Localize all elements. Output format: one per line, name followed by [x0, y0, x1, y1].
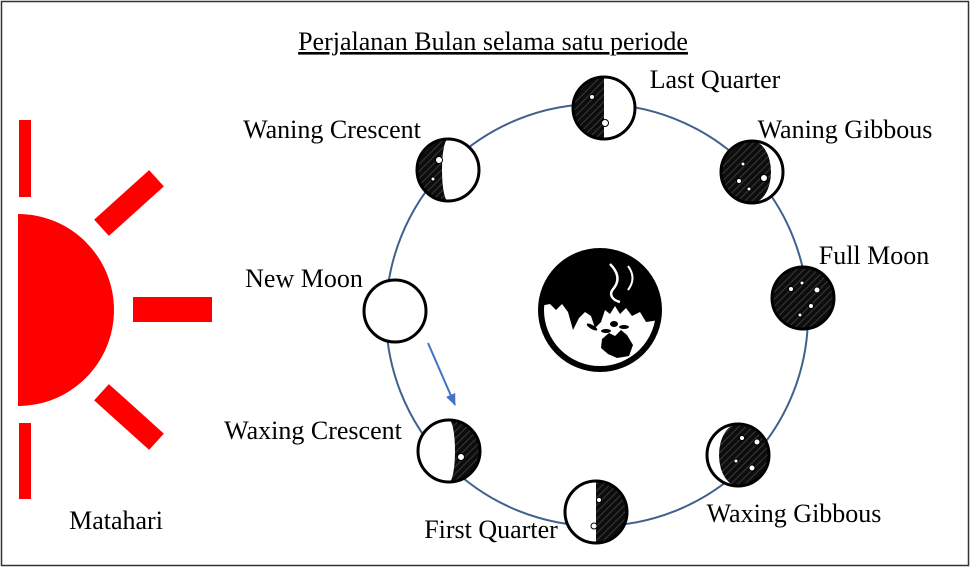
moon-label-waning-crescent: Waning Crescent [243, 115, 421, 144]
moon-crater [740, 161, 746, 167]
waning-crescent-moon-icon [415, 137, 481, 203]
globe-coastline [609, 263, 621, 304]
sun-label: Matahari [69, 506, 163, 535]
moon-label-waxing-crescent: Waxing Crescent [224, 416, 402, 445]
waning-gibbous-moon-icon [719, 139, 785, 205]
moon-crater [430, 176, 436, 182]
moon-crater [589, 94, 595, 100]
moon-crater [590, 522, 598, 530]
last-quarter-moon-icon [571, 75, 637, 141]
moon-label-last-quarter: Last Quarter [650, 65, 781, 94]
moon-lit-area [707, 424, 738, 486]
moon-shadow [772, 267, 834, 329]
new-moon-icon [362, 278, 428, 344]
moon-shadow [449, 420, 480, 482]
moon-crater [760, 174, 768, 182]
moon-label-new-moon: New Moon [245, 264, 363, 293]
orbit-direction-arrow [427, 342, 456, 406]
waxing-gibbous-moon-icon [705, 422, 771, 488]
sun-ray-lower-diagonal [94, 384, 164, 450]
moon-outline [571, 75, 637, 141]
globe-island [619, 325, 629, 329]
moon-label-full-moon: Full Moon [819, 241, 930, 270]
moon-crater [753, 438, 761, 446]
moon-shadow [417, 139, 448, 201]
sun-ray-right [133, 297, 212, 322]
moon-crater [813, 286, 821, 294]
arrow-icon [427, 342, 456, 406]
earth-globe-icon [538, 248, 662, 372]
globe-coastline [627, 265, 634, 291]
moon-crater [788, 286, 794, 292]
moon-crater [808, 303, 814, 309]
moon-crater [435, 156, 443, 164]
sun-ray-bottom [19, 423, 31, 499]
moon-outline [415, 137, 481, 203]
globe-australia [601, 330, 633, 358]
moon-crater [799, 280, 805, 286]
moon-lit-area [752, 141, 783, 203]
moon-shadow [721, 141, 783, 203]
sun-icon [18, 120, 212, 499]
moon-crater [596, 497, 602, 503]
diagram-title: Perjalanan Bulan selama satu periode [298, 27, 688, 56]
moon-label-waning-gibbous: Waning Gibbous [758, 115, 933, 144]
moon-crater [748, 464, 756, 472]
sun-ray-upper-diagonal [94, 170, 164, 236]
moon-crater [736, 178, 742, 184]
moon-label-first-quarter: First Quarter [424, 515, 558, 544]
globe-island [610, 321, 618, 327]
moon-crater [739, 435, 745, 441]
moon-lit-area [364, 280, 426, 342]
first-quarter-moon-icon [563, 479, 629, 545]
sun-disc [18, 214, 114, 406]
moon-outline [719, 139, 785, 205]
moon-crater [601, 119, 609, 127]
moon-crater [746, 186, 752, 192]
globe-island [586, 323, 598, 331]
moon-label-waxing-gibbous: Waxing Gibbous [707, 499, 882, 528]
moon-crater [733, 458, 739, 464]
globe-outline [538, 248, 662, 372]
waxing-crescent-moon-icon [416, 418, 482, 484]
moon-outline [770, 265, 836, 331]
moon-outline [705, 422, 771, 488]
moon-shadow [573, 77, 604, 139]
moon-outline [362, 278, 428, 344]
moon-crater [457, 453, 465, 461]
moon-outline [563, 479, 629, 545]
moon-outline [416, 418, 482, 484]
sun-ray-top [19, 120, 31, 197]
full-moon-icon [770, 265, 836, 331]
moon-crater [797, 312, 803, 318]
moon-shadow [596, 481, 627, 543]
globe-island [601, 329, 611, 333]
